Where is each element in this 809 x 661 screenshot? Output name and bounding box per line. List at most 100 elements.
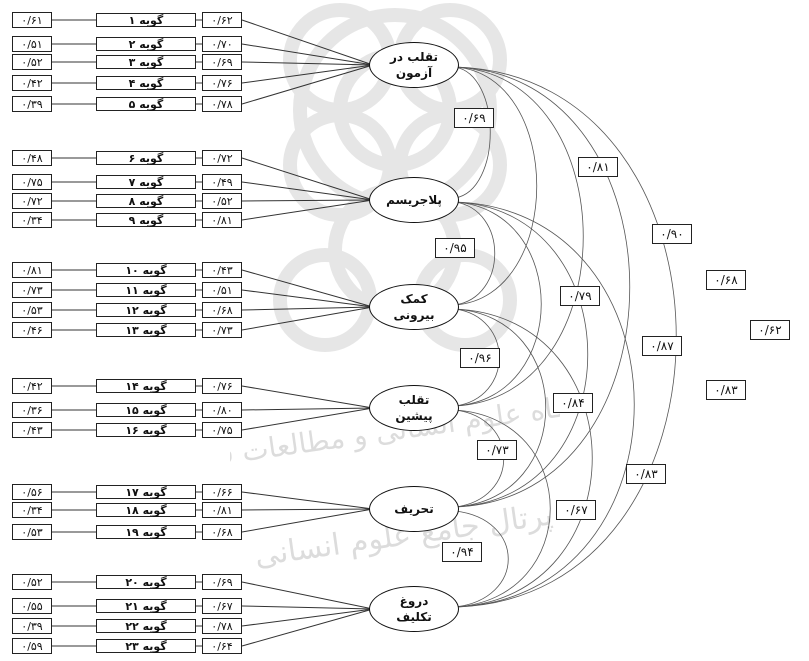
loading-arrow (241, 608, 374, 627)
loading-box: ۰/۸۱ (202, 212, 242, 228)
loading-arrow (241, 407, 374, 411)
loading-arrow (241, 43, 374, 66)
correlation-arc (454, 66, 537, 306)
loading-box: ۰/۵۲ (202, 193, 242, 209)
loading-arrow (241, 508, 374, 511)
item-box: گویه ۵ (96, 97, 196, 111)
error-variance-box: ۰/۷۵ (12, 174, 52, 190)
correlation-value-box: ۰/۸۴ (553, 393, 593, 413)
item-box: گویه ۱۶ (96, 423, 196, 437)
correlation-arc (454, 201, 542, 407)
factor-ellipse: پلاجریسم (369, 177, 459, 223)
factor-ellipse: دروغ تکلیف (369, 586, 459, 632)
loading-box: ۰/۶۸ (202, 524, 242, 540)
correlation-arc (454, 66, 584, 407)
correlation-arc (454, 510, 509, 608)
item-box: گویه ۷ (96, 175, 196, 189)
item-box: گویه ۳ (96, 55, 196, 69)
error-variance-box: ۰/۵۲ (12, 574, 52, 590)
error-variance-box: ۰/۵۳ (12, 302, 52, 318)
correlation-value-box: ۰/۸۳ (706, 380, 746, 400)
loading-arrow (241, 491, 374, 510)
loading-box: ۰/۶۶ (202, 484, 242, 500)
loading-box: ۰/۴۳ (202, 262, 242, 278)
correlation-arc (454, 66, 491, 199)
loading-arrow (241, 269, 374, 308)
loading-arrow (241, 19, 374, 66)
correlation-value-box: ۰/۸۳ (626, 464, 666, 484)
error-variance-box: ۰/۵۱ (12, 36, 52, 52)
correlation-value-box: ۰/۷۹ (560, 286, 600, 306)
loading-arrow (241, 157, 374, 201)
error-variance-box: ۰/۴۶ (12, 322, 52, 338)
error-variance-box: ۰/۴۸ (12, 150, 52, 166)
loading-box: ۰/۸۰ (202, 402, 242, 418)
factor-ellipse: تحریف (369, 486, 459, 532)
error-variance-box: ۰/۴۳ (12, 422, 52, 438)
item-box: گویه ۲ (96, 37, 196, 51)
loading-arrow (241, 61, 374, 66)
loading-box: ۰/۶۴ (202, 638, 242, 654)
error-variance-box: ۰/۸۱ (12, 262, 52, 278)
item-box: گویه ۱۳ (96, 323, 196, 337)
loading-arrow (241, 199, 374, 202)
error-variance-box: ۰/۷۳ (12, 282, 52, 298)
loading-arrow (241, 64, 374, 105)
item-box: گویه ۱۷ (96, 485, 196, 499)
correlation-value-box: ۰/۹۴ (442, 542, 482, 562)
error-variance-box: ۰/۵۳ (12, 524, 52, 540)
item-box: گویه ۸ (96, 194, 196, 208)
factor-ellipse: کمک بیرونی (369, 284, 459, 330)
loading-box: ۰/۶۸ (202, 302, 242, 318)
loading-arrow (241, 64, 374, 84)
item-box: گویه ۱۲ (96, 303, 196, 317)
loading-box: ۰/۷۵ (202, 422, 242, 438)
correlation-value-box: ۰/۶۹ (454, 108, 494, 128)
correlation-value-box: ۰/۷۳ (477, 440, 517, 460)
loading-box: ۰/۵۱ (202, 282, 242, 298)
item-box: گویه ۱۹ (96, 525, 196, 539)
error-variance-box: ۰/۵۲ (12, 54, 52, 70)
error-variance-box: ۰/۳۶ (12, 402, 52, 418)
item-box: گویه ۱ (96, 13, 196, 27)
loading-box: ۰/۷۶ (202, 75, 242, 91)
loading-box: ۰/۷۳ (202, 322, 242, 338)
error-variance-box: ۰/۵۵ (12, 598, 52, 614)
item-box: گویه ۹ (96, 213, 196, 227)
loading-arrow (241, 199, 374, 221)
correlation-arc (454, 308, 546, 508)
item-box: گویه ۱۸ (96, 503, 196, 517)
loading-arrow (241, 306, 374, 311)
loading-arrow (241, 508, 374, 533)
item-box: گویه ۱۵ (96, 403, 196, 417)
item-box: گویه ۲۰ (96, 575, 196, 589)
error-variance-box: ۰/۴۲ (12, 75, 52, 91)
loading-arrow (241, 181, 374, 201)
correlation-arc (454, 409, 551, 608)
loading-arrow (241, 289, 374, 308)
correlation-value-box: ۰/۸۷ (642, 336, 682, 356)
loading-box: ۰/۷۶ (202, 378, 242, 394)
error-variance-box: ۰/۷۲ (12, 193, 52, 209)
correlation-value-box: ۰/۹۶ (460, 348, 500, 368)
loading-box: ۰/۶۹ (202, 574, 242, 590)
error-variance-box: ۰/۵۹ (12, 638, 52, 654)
error-variance-box: ۰/۳۹ (12, 96, 52, 112)
error-variance-box: ۰/۵۶ (12, 484, 52, 500)
error-variance-box: ۰/۶۱ (12, 12, 52, 28)
correlation-value-box: ۰/۹۵ (435, 238, 475, 258)
loading-arrow (241, 605, 374, 610)
loading-arrow (241, 385, 374, 409)
loading-box: ۰/۷۰ (202, 36, 242, 52)
item-box: گویه ۱۴ (96, 379, 196, 393)
loading-arrow (241, 581, 374, 610)
correlation-value-box: ۰/۸۱ (578, 157, 618, 177)
correlation-value-box: ۰/۶۸ (706, 270, 746, 290)
item-box: گویه ۱۰ (96, 263, 196, 277)
error-variance-box: ۰/۴۲ (12, 378, 52, 394)
loading-arrow (241, 407, 374, 431)
correlation-arc (454, 66, 631, 508)
loading-box: ۰/۸۱ (202, 502, 242, 518)
correlation-value-box: ۰/۶۷ (556, 500, 596, 520)
error-variance-box: ۰/۳۹ (12, 618, 52, 634)
